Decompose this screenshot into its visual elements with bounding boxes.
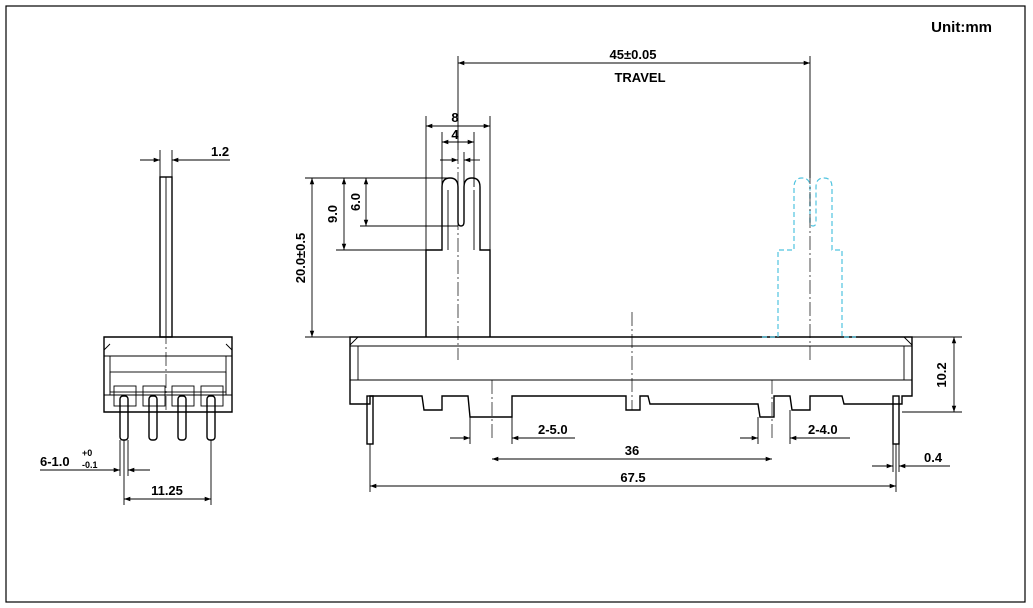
dim-travel-label: TRAVEL: [614, 70, 665, 85]
dim-slot-width: 4: [451, 127, 459, 142]
side-view: 1.2 6-1.0 +0 -0.1 11.25: [40, 144, 233, 505]
side-pin: [148, 395, 158, 441]
dim-pin-pitch: 11.25: [151, 483, 183, 498]
dim-lever-height: 20.0±0.5: [293, 233, 308, 284]
dim-travel-length: 45±0.05: [610, 47, 657, 62]
front-view: 45±0.05 TRAVEL 8 4 20.0±0.5 9.0 6.0: [293, 47, 962, 492]
right-terminal: [892, 395, 900, 445]
dim-knob-width: 8: [451, 110, 458, 125]
side-pin: [119, 395, 129, 441]
dim-pin-tol-upper: +0: [82, 448, 92, 458]
dim-pin-tol-lower: -0.1: [82, 460, 98, 470]
side-body: [103, 336, 233, 413]
dim-mount-tab-right: 2-4.0: [808, 422, 838, 437]
dim-terminal-thickness: 0.4: [924, 450, 943, 465]
dim-lever-thickness: 1.2: [211, 144, 229, 159]
dim-mount-tab-left: 2-5.0: [538, 422, 568, 437]
side-pin: [206, 395, 216, 441]
dim-slot-depth-outer: 9.0: [325, 205, 340, 223]
ghost-lever: [762, 177, 856, 338]
front-body: [349, 336, 913, 418]
unit-label: Unit:mm: [931, 19, 992, 36]
dim-body-height: 10.2: [934, 362, 949, 387]
dim-tab-pitch: 36: [625, 443, 639, 458]
side-pin: [177, 395, 187, 441]
dim-slot-depth-inner: 6.0: [348, 193, 363, 211]
dim-terminal-span: 67.5: [620, 470, 645, 485]
dim-pin-count: 6-1.0: [40, 454, 70, 469]
drawing-frame: [5, 5, 1026, 603]
